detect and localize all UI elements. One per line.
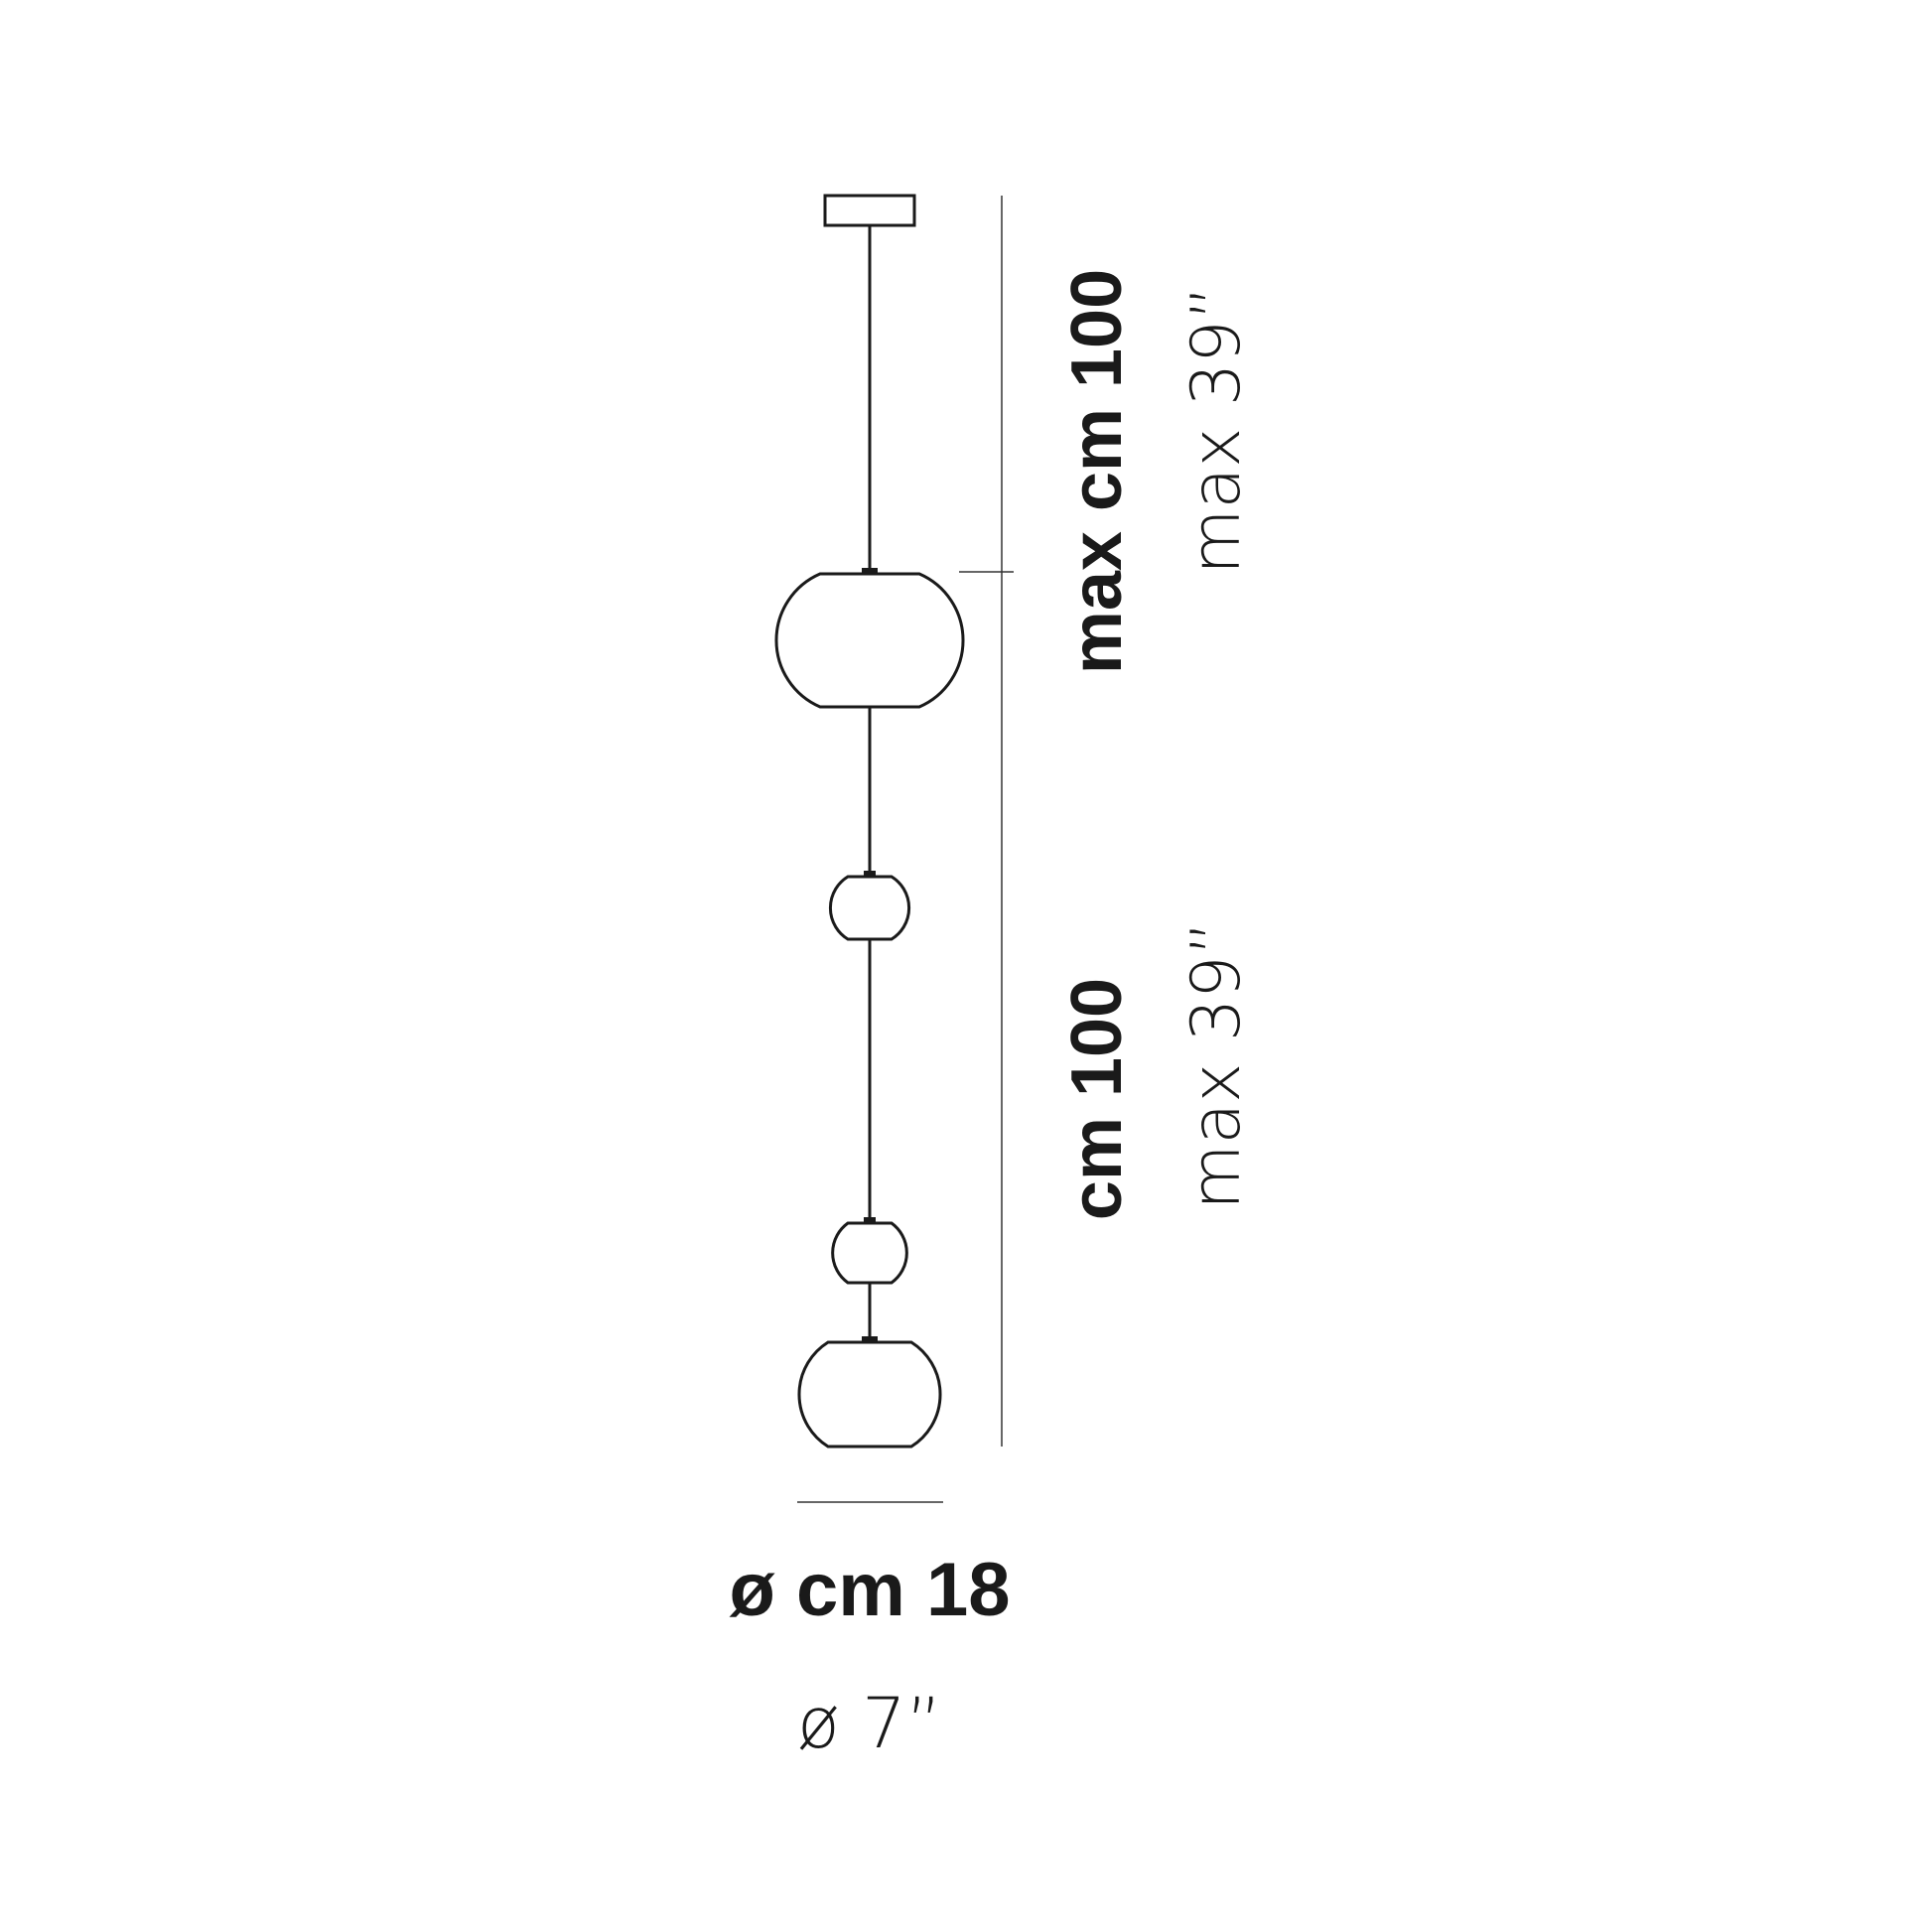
diameter-metric-label: ø cm 18 xyxy=(729,1548,1010,1632)
ceiling-canopy xyxy=(823,194,916,227)
upper-height-metric-label: max cm 100 xyxy=(1057,269,1137,674)
large-glass-globe-top xyxy=(774,568,965,709)
small-glass-globe-upper xyxy=(828,871,911,941)
small-glass-globe-lower xyxy=(831,1217,908,1285)
lower-height-metric-label: cm 100 xyxy=(1057,978,1137,1220)
lower-height-imperial-label: max 39” xyxy=(1177,920,1256,1210)
large-glass-globe-bottom xyxy=(797,1336,942,1449)
diameter-imperial-label: ø 7” xyxy=(797,1683,942,1764)
upper-height-imperial-label: max 39” xyxy=(1177,285,1256,575)
